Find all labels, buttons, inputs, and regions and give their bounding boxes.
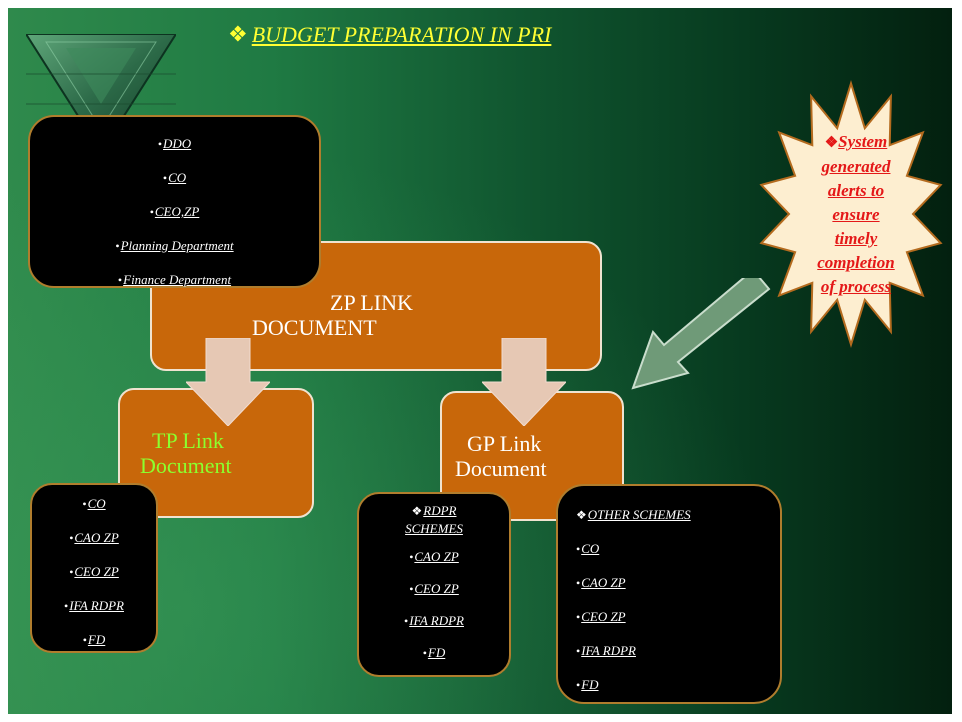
list-item: •DDO [157, 136, 192, 151]
list-item: •CEO ZP [409, 581, 459, 596]
list-item: •CAO ZP [409, 549, 459, 564]
list-item: •CEO ZP [69, 564, 119, 579]
list-heading: ❖RDPR [411, 503, 457, 518]
list-item: •CAO ZP [576, 575, 626, 590]
tp-approver-list: •CO •CAO ZP •CEO ZP •IFA RDPR •FD [30, 483, 158, 653]
starburst-callout [759, 80, 943, 348]
list-heading: ❖OTHER SCHEMES [576, 507, 691, 522]
alert-line: of process [820, 277, 892, 296]
title-text: BUDGET PREPARATION IN PRI [251, 22, 552, 47]
list-item: •CAO ZP [69, 530, 119, 545]
alert-line: ❖System [824, 132, 888, 151]
alert-line: completion [817, 253, 895, 272]
list-item: •CEO ZP [576, 609, 626, 624]
list-item: •Finance Department [117, 272, 232, 287]
top-approver-list: •DDO •CO •CEO,ZP •Planning Department •F… [28, 115, 321, 288]
alert-line: generated [821, 157, 891, 176]
alert-star-text: ❖System generated alerts to ensure timel… [778, 130, 934, 299]
down-arrow-right-icon [482, 338, 566, 426]
list-item: •IFA RDPR [404, 613, 464, 628]
tp-box-line1: TP Link [152, 428, 224, 453]
list-item: •CEO,ZP [149, 204, 200, 219]
alert-line: ensure [832, 205, 880, 224]
list-item: •IFA RDPR [64, 598, 124, 613]
alert-line: timely [834, 229, 878, 248]
diagonal-arrow-icon [631, 278, 771, 390]
list-item: •FD [422, 645, 446, 660]
list-item: •CO [576, 541, 600, 556]
title-bullet-icon: ❖ [228, 22, 248, 48]
down-arrow-left-icon [186, 338, 270, 426]
slide-title: ❖ BUDGET PREPARATION IN PRI [228, 22, 551, 48]
list-item: •IFA RDPR [576, 643, 636, 658]
list-item: •CO [82, 496, 106, 511]
list-item: •FD [82, 632, 106, 647]
zp-box-line1: ZP LINK [330, 290, 413, 315]
other-schemes-list: ❖OTHER SCHEMES •CO •CAO ZP •CEO ZP •IFA … [556, 484, 782, 704]
gp-box-line1: GP Link [467, 431, 542, 456]
slide: ❖ BUDGET PREPARATION IN PRI ZP LINK DOCU… [8, 8, 952, 714]
alert-line: alerts to [827, 181, 885, 200]
list-item: •CO [162, 170, 187, 185]
rdpr-schemes-list: ❖RDPR SCHEMES •CAO ZP •CEO ZP •IFA RDPR … [357, 492, 511, 677]
list-item: •FD [576, 677, 599, 692]
list-item: •Planning Department [115, 238, 234, 253]
gp-box-line2: Document [455, 456, 547, 481]
tp-box-line2: Document [140, 453, 232, 478]
zp-box-line2: DOCUMENT [252, 315, 377, 340]
logo-triangle-icon [26, 34, 176, 152]
list-heading-cont: SCHEMES [405, 521, 463, 536]
